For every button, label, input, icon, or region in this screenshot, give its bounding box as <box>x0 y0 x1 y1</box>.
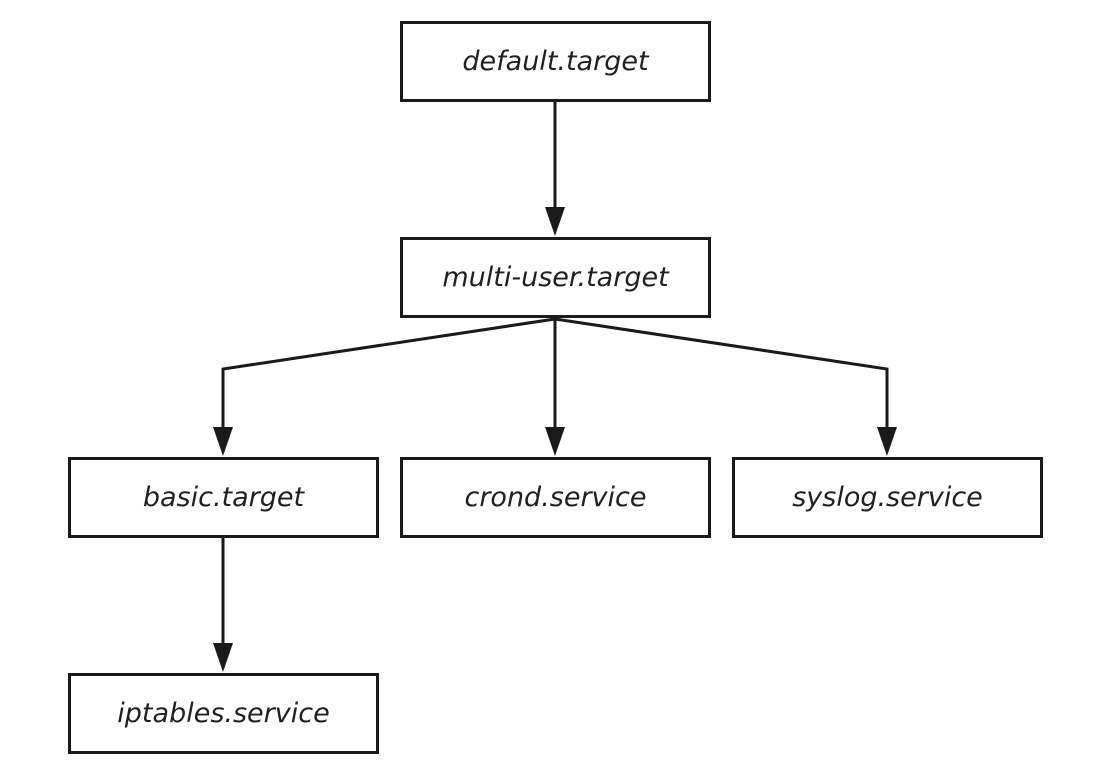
node-label-basic-target: basic.target <box>142 482 305 513</box>
node-label-crond-service: crond.service <box>464 482 647 513</box>
edge-multi-user-to-basic <box>221 317 557 431</box>
node-syslog-service: syslog.service <box>732 457 1043 538</box>
arrowhead-iptables <box>213 643 233 672</box>
arrowhead-basic <box>213 427 233 456</box>
node-label-default-target: default.target <box>462 46 649 77</box>
arrowhead-syslog <box>877 427 897 456</box>
node-default-target: default.target <box>400 21 711 102</box>
node-label-iptables-service: iptables.service <box>117 698 330 729</box>
node-crond-service: crond.service <box>400 457 711 538</box>
node-iptables-service: iptables.service <box>68 673 379 754</box>
edge-multi-user-to-syslog <box>553 317 889 431</box>
node-label-multi-user-target: multi-user.target <box>442 262 669 293</box>
node-label-syslog-service: syslog.service <box>792 482 983 513</box>
node-basic-target: basic.target <box>68 457 379 538</box>
arrowhead-multi-user <box>545 207 565 236</box>
node-multi-user-target: multi-user.target <box>400 237 711 318</box>
arrowhead-crond <box>545 427 565 456</box>
